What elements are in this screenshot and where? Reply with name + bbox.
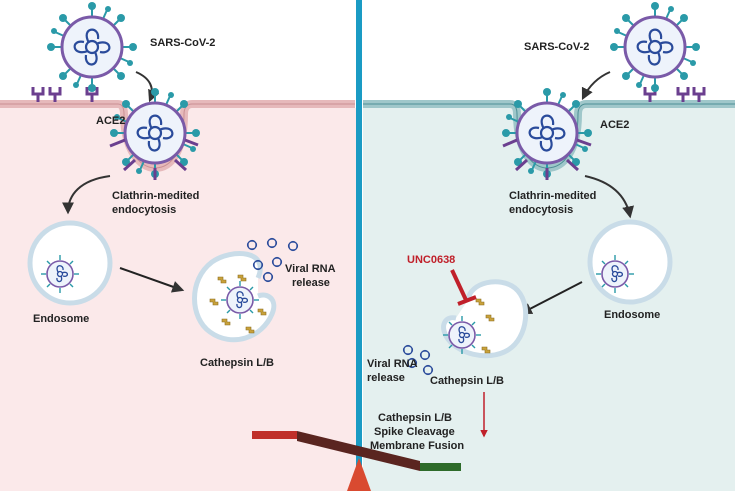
right-rna-label-1: Viral RNA xyxy=(367,358,418,370)
left-rna-label-2: release xyxy=(292,277,330,289)
right-virus-label: SARS-CoV-2 xyxy=(524,41,589,53)
left-virus-label: SARS-CoV-2 xyxy=(150,37,215,49)
inhibitor-label: UNC0638 xyxy=(407,254,455,266)
right-endosome xyxy=(587,219,673,305)
entry-arrow xyxy=(581,71,611,101)
sars-cov-2-virus-icon xyxy=(45,0,139,94)
bound-receptors xyxy=(502,138,592,180)
sars-cov-2-virus-icon xyxy=(608,0,702,94)
right-endosome-label: Endosome xyxy=(604,309,660,321)
right-rna-label-2: release xyxy=(367,372,405,384)
left-endosome xyxy=(27,220,113,306)
inhibitor-bar xyxy=(457,295,477,306)
right-pathway-label-2: endocytosis xyxy=(509,204,573,216)
balance-label-2: Spike Cleavage xyxy=(374,426,455,438)
left-pathway-label-1: Clathrin-medited xyxy=(112,190,199,202)
endocytosis-arrow xyxy=(62,175,111,215)
left-ace2-label: ACE2 xyxy=(96,115,125,127)
endocytosis-arrow xyxy=(584,175,634,219)
right-pathway-label-1: Clathrin-medited xyxy=(509,190,596,202)
right-protease-label: Cathepsin L/B xyxy=(430,375,504,387)
panel-divider xyxy=(356,0,362,491)
balance-label-1: Cathepsin L/B xyxy=(378,412,452,424)
left-endosome-label: Endosome xyxy=(33,313,89,325)
right-ace2-label: ACE2 xyxy=(600,119,629,131)
seesaw xyxy=(252,431,461,491)
budding-virus-icon xyxy=(108,86,202,180)
seesaw-left-segment xyxy=(252,431,297,439)
seesaw-middle-segment xyxy=(297,431,420,471)
balance-label-3: Membrane Fusion xyxy=(370,440,464,452)
left-pathway-label-2: endocytosis xyxy=(112,204,176,216)
maturation-arrow xyxy=(119,267,185,293)
bound-receptors xyxy=(109,138,199,180)
fulcrum-triangle xyxy=(347,458,371,491)
seesaw-right-segment xyxy=(420,463,461,471)
inhibitor-arrow xyxy=(450,269,468,301)
budding-virus-icon xyxy=(500,86,594,180)
left-rna-label-1: Viral RNA xyxy=(285,263,336,275)
maturation-arrow xyxy=(519,281,583,315)
entry-arrow xyxy=(135,71,160,103)
left-protease-label: Cathepsin L/B xyxy=(200,357,274,369)
